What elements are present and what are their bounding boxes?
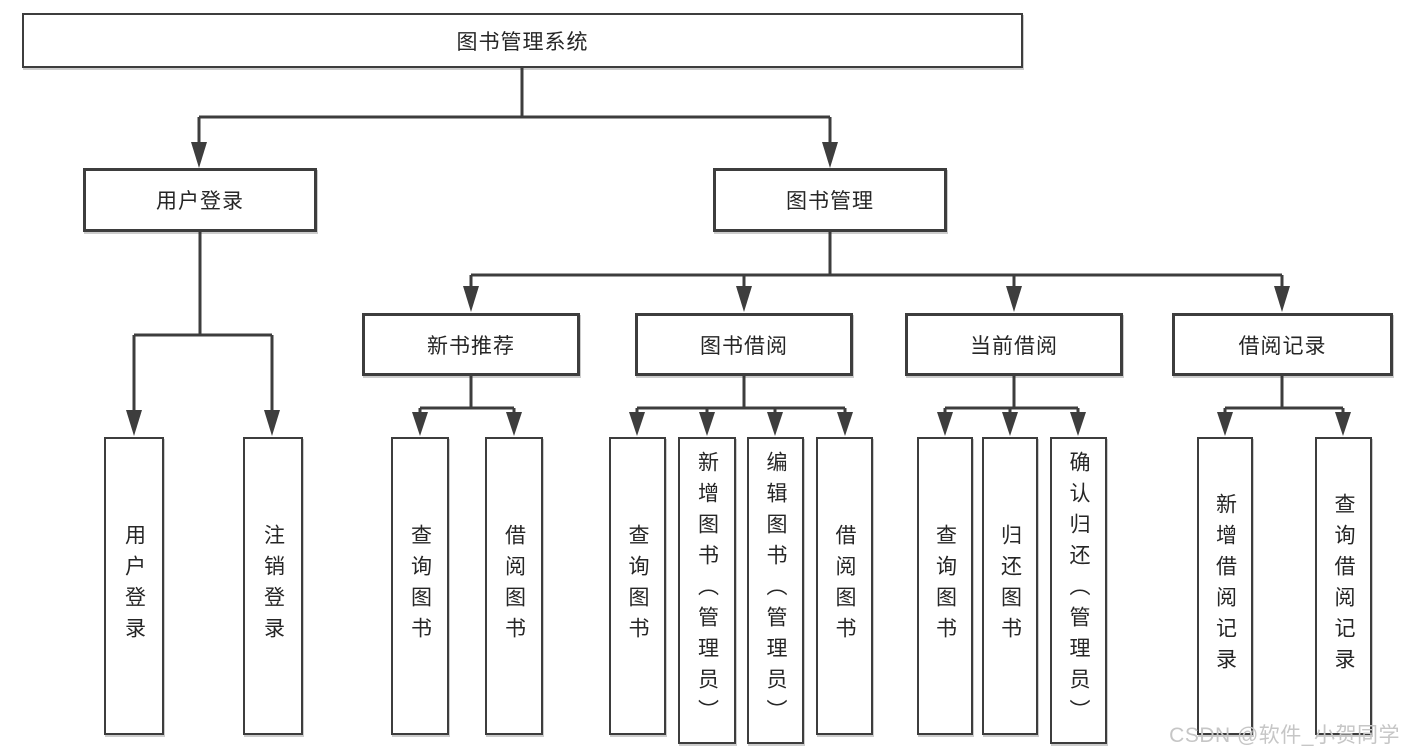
node-current-borrowing: 当前借阅 xyxy=(905,313,1123,376)
leaf-add-book-admin-label: 新增图书（管理员） xyxy=(695,451,719,730)
leaf-edit-book-admin: 编辑图书（管理员） xyxy=(747,437,804,744)
leaf-borrow-books-borrowing: 借阅图书 xyxy=(816,437,873,735)
leaf-confirm-return-admin-label: 确认归还（管理员） xyxy=(1067,451,1090,730)
leaf-borrow-books-borrowing-label: 借阅图书 xyxy=(833,524,856,648)
leaf-query-books-current-label: 查询图书 xyxy=(933,524,957,648)
leaf-borrow-books-recommend-label: 借阅图书 xyxy=(502,524,526,648)
leaf-edit-book-admin-label: 编辑图书（管理员） xyxy=(764,451,787,730)
leaf-return-books: 归还图书 xyxy=(982,437,1038,735)
node-root-library-management-system: 图书管理系统 xyxy=(22,13,1023,68)
node-borrowing-records: 借阅记录 xyxy=(1172,313,1393,376)
leaf-query-books-borrowing-label: 查询图书 xyxy=(626,524,649,648)
node-book-borrowing: 图书借阅 xyxy=(635,313,853,376)
leaf-logout-label: 注销登录 xyxy=(261,524,285,648)
leaf-logout: 注销登录 xyxy=(243,437,303,735)
leaf-confirm-return-admin: 确认归还（管理员） xyxy=(1050,437,1107,744)
leaf-add-borrowing-record: 新增借阅记录 xyxy=(1197,437,1253,735)
leaf-query-borrowing-record-label: 查询借阅记录 xyxy=(1332,493,1355,679)
node-book-management: 图书管理 xyxy=(713,168,947,232)
watermark: CSDN @软件_小贺同学 xyxy=(1169,724,1400,747)
leaf-add-borrowing-record-label: 新增借阅记录 xyxy=(1213,493,1237,679)
leaf-query-books-current: 查询图书 xyxy=(917,437,973,735)
node-user-login: 用户登录 xyxy=(83,168,317,232)
leaf-add-book-admin: 新增图书（管理员） xyxy=(678,437,736,744)
leaf-query-books-borrowing: 查询图书 xyxy=(609,437,666,735)
leaf-return-books-label: 归还图书 xyxy=(998,524,1022,648)
leaf-user-login: 用户登录 xyxy=(104,437,164,735)
leaf-query-books-recommend: 查询图书 xyxy=(391,437,449,735)
leaf-borrow-books-recommend: 借阅图书 xyxy=(485,437,543,735)
node-new-book-recommendation: 新书推荐 xyxy=(362,313,580,376)
leaf-user-login-label: 用户登录 xyxy=(122,524,146,648)
leaf-query-books-recommend-label: 查询图书 xyxy=(408,524,432,648)
leaf-query-borrowing-record: 查询借阅记录 xyxy=(1315,437,1372,735)
